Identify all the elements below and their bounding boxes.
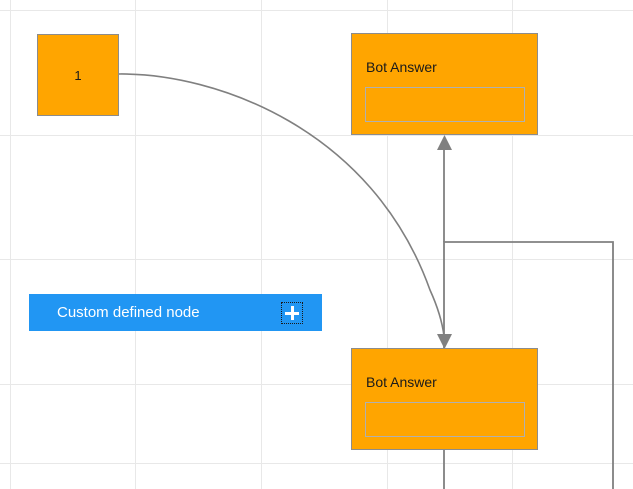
palette-item-custom-defined-node[interactable]: Custom defined node [29,294,322,331]
flow-node-bot-answer-top[interactable]: Bot Answer [351,33,538,135]
bot-answer-message-slot[interactable] [365,402,525,437]
node-start-label: 1 [74,67,82,83]
flow-node-bot-answer-bottom[interactable]: Bot Answer [351,348,538,450]
arrowhead-down [437,334,452,349]
bot-answer-title: Bot Answer [366,374,437,390]
bot-answer-message-slot[interactable] [365,87,525,122]
palette-item-label: Custom defined node [57,304,200,321]
bot-answer-title: Bot Answer [366,59,437,75]
plus-icon-vertical-bar [290,306,294,320]
arrowhead-up [437,135,452,150]
plus-icon[interactable] [281,302,303,324]
flow-node-start[interactable]: 1 [37,34,119,116]
